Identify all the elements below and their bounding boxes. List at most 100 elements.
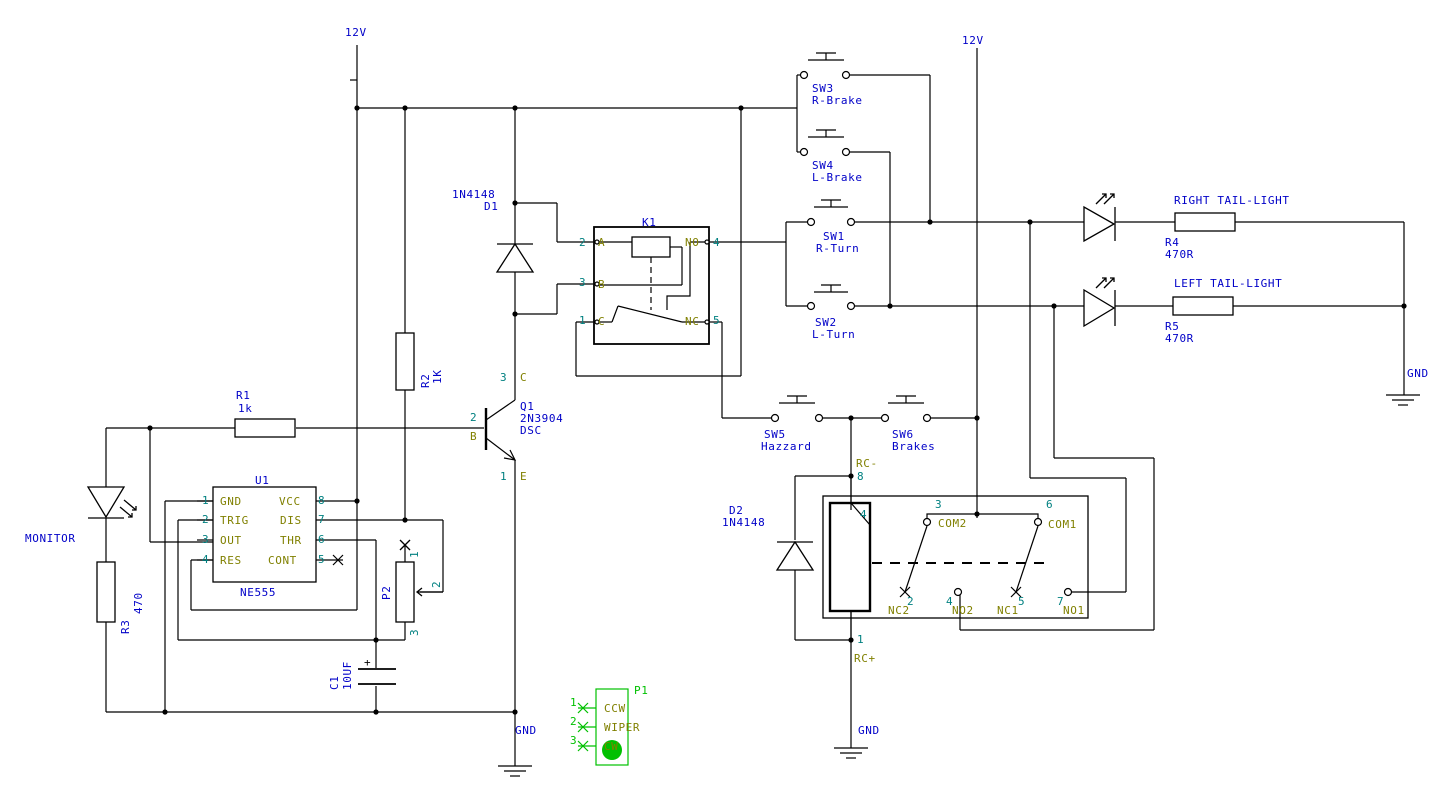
- svg-text:SW4: SW4: [812, 159, 834, 172]
- svg-text:1k: 1k: [238, 402, 252, 415]
- diode-d2: D2 1N4148: [722, 504, 815, 571]
- svg-text:GND: GND: [220, 495, 242, 508]
- svg-text:2: 2: [202, 513, 209, 526]
- svg-text:1: 1: [500, 470, 507, 483]
- relay-k1: K1 A B C NO NC 2 3 1 4 5: [579, 216, 720, 345]
- svg-text:3: 3: [500, 371, 507, 384]
- svg-text:NC1: NC1: [997, 604, 1019, 617]
- svg-text:E: E: [520, 470, 527, 483]
- svg-text:2N3904: 2N3904: [520, 412, 563, 425]
- svg-text:5: 5: [713, 314, 720, 327]
- svg-text:NE555: NE555: [240, 586, 276, 599]
- led-right-tail: RIGHT TAIL-LIGHT: [1083, 193, 1290, 243]
- resistor-r4: R4 470R: [1165, 212, 1236, 261]
- svg-text:SW3: SW3: [812, 82, 834, 95]
- svg-text:2: 2: [430, 581, 443, 588]
- gnd-label-k2: GND: [858, 724, 880, 737]
- svg-text:RC-: RC-: [856, 457, 878, 470]
- svg-text:NC: NC: [685, 315, 699, 328]
- svg-text:NO1: NO1: [1063, 604, 1085, 617]
- svg-text:SW1: SW1: [823, 230, 845, 243]
- svg-text:2: 2: [570, 715, 577, 728]
- svg-text:DSC: DSC: [520, 424, 542, 437]
- svg-text:TRIG: TRIG: [220, 514, 249, 527]
- svg-text:1K: 1K: [431, 370, 444, 384]
- resistor-r1: R1 1k: [234, 389, 296, 438]
- svg-text:3: 3: [579, 276, 586, 289]
- svg-text:CW: CW: [604, 740, 618, 753]
- ground-symbol-k2: GND: [834, 724, 880, 759]
- svg-text:1: 1: [570, 696, 577, 709]
- svg-text:Brakes: Brakes: [892, 440, 935, 453]
- svg-text:OUT: OUT: [220, 534, 242, 547]
- svg-text:R3: R3: [119, 620, 132, 634]
- vcc-symbol-right: 12V: [962, 34, 984, 60]
- svg-text:B: B: [470, 430, 477, 443]
- svg-text:CCW: CCW: [604, 702, 626, 715]
- p1-pin3-indicator-icon: [602, 740, 622, 760]
- svg-text:RC+: RC+: [854, 652, 876, 665]
- svg-text:RES: RES: [220, 554, 242, 567]
- svg-text:4: 4: [860, 508, 867, 521]
- right-tail-label: RIGHT TAIL-LIGHT: [1174, 194, 1290, 207]
- svg-text:C: C: [598, 315, 605, 328]
- svg-text:NO: NO: [685, 236, 699, 249]
- svg-text:R-Turn: R-Turn: [816, 242, 859, 255]
- svg-text:2: 2: [470, 411, 477, 424]
- svg-text:SW2: SW2: [815, 316, 837, 329]
- svg-text:L-Brake: L-Brake: [812, 171, 863, 184]
- svg-text:K1: K1: [642, 216, 656, 229]
- svg-text:2: 2: [579, 236, 586, 249]
- svg-text:470R: 470R: [1165, 248, 1194, 261]
- switch-sw5: SW5 Hazzard: [761, 395, 824, 453]
- svg-text:1: 1: [408, 551, 421, 558]
- svg-text:10UF: 10UF: [341, 661, 354, 690]
- diode-d1: 1N4148 D1: [452, 188, 535, 273]
- led-monitor: MONITOR: [25, 486, 137, 545]
- svg-text:1: 1: [579, 314, 586, 327]
- svg-text:R4: R4: [1165, 236, 1179, 249]
- svg-text:3: 3: [935, 498, 942, 511]
- svg-text:6: 6: [318, 533, 325, 546]
- svg-text:SW5: SW5: [764, 428, 786, 441]
- svg-text:4: 4: [202, 553, 209, 566]
- resistor-r3: R3 470: [96, 561, 145, 634]
- svg-text:A: A: [598, 236, 605, 249]
- resistor-r5: R5 470R: [1165, 296, 1234, 345]
- svg-text:NC2: NC2: [888, 604, 910, 617]
- wires: [105, 60, 1405, 766]
- switch-sw6: SW6 Brakes: [880, 395, 935, 453]
- svg-text:R1: R1: [236, 389, 250, 402]
- svg-text:SW6: SW6: [892, 428, 914, 441]
- svg-text:DIS: DIS: [280, 514, 302, 527]
- svg-text:7: 7: [1057, 595, 1064, 608]
- svg-text:R-Brake: R-Brake: [812, 94, 863, 107]
- ic-u1-ne555: U1 NE555 1 2 3 4 GND TRIG OUT RES 8 7 6 …: [197, 474, 344, 599]
- svg-text:Q1: Q1: [520, 400, 534, 413]
- svg-text:COM2: COM2: [938, 517, 967, 530]
- svg-text:3: 3: [202, 533, 209, 546]
- svg-text:D1: D1: [484, 200, 498, 213]
- left-tail-label: LEFT TAIL-LIGHT: [1174, 277, 1282, 290]
- svg-text:1N4148: 1N4148: [452, 188, 495, 201]
- switch-sw3: SW3 R-Brake: [799, 52, 863, 107]
- switch-sw4: SW4 L-Brake: [799, 129, 863, 184]
- svg-text:470R: 470R: [1165, 332, 1194, 345]
- junction-dots: [147, 105, 1407, 715]
- monitor-label: MONITOR: [25, 532, 76, 545]
- ground-symbol-center: GND: [498, 724, 537, 777]
- ground-symbol-right: GND: [1386, 367, 1429, 406]
- svg-text:1: 1: [857, 633, 864, 646]
- svg-text:7: 7: [318, 513, 325, 526]
- gnd-label-right: GND: [1407, 367, 1429, 380]
- vcc-label-right: 12V: [962, 34, 984, 47]
- transistor-q1: C 3 B 2 E 1 Q1 2N3904 DSC: [470, 371, 563, 483]
- svg-text:CONT: CONT: [268, 554, 297, 567]
- svg-text:P2: P2: [380, 586, 393, 600]
- switch-sw1: SW1 R-Turn: [806, 199, 859, 255]
- svg-text:B: B: [598, 278, 605, 291]
- svg-text:NO2: NO2: [952, 604, 974, 617]
- gnd-label-center: GND: [515, 724, 537, 737]
- svg-text:8: 8: [318, 494, 325, 507]
- resistor-r2: R2 1K: [395, 332, 444, 391]
